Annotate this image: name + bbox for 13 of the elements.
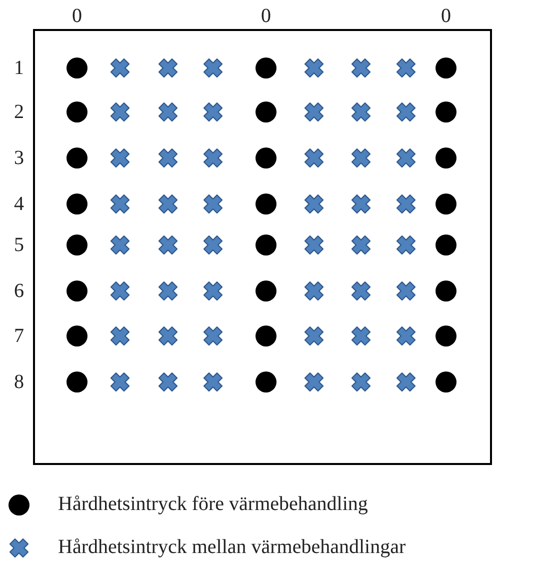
row-label: 5 (14, 234, 24, 256)
row-label: 6 (14, 280, 24, 302)
column-label: 0 (261, 5, 271, 27)
row-label: 4 (14, 193, 24, 215)
column-label: 0 (441, 5, 451, 27)
row-label: 1 (14, 57, 24, 79)
legend-text: Hårdhetsintryck mellan värmebehandlingar (58, 536, 406, 558)
row-label: 2 (14, 101, 24, 123)
legend-text: Hårdhetsintryck före värmebehandling (58, 493, 368, 515)
row-label: 8 (14, 371, 24, 393)
row-label: 7 (14, 325, 24, 347)
column-label: 0 (72, 5, 82, 27)
row-label: 3 (14, 147, 24, 169)
